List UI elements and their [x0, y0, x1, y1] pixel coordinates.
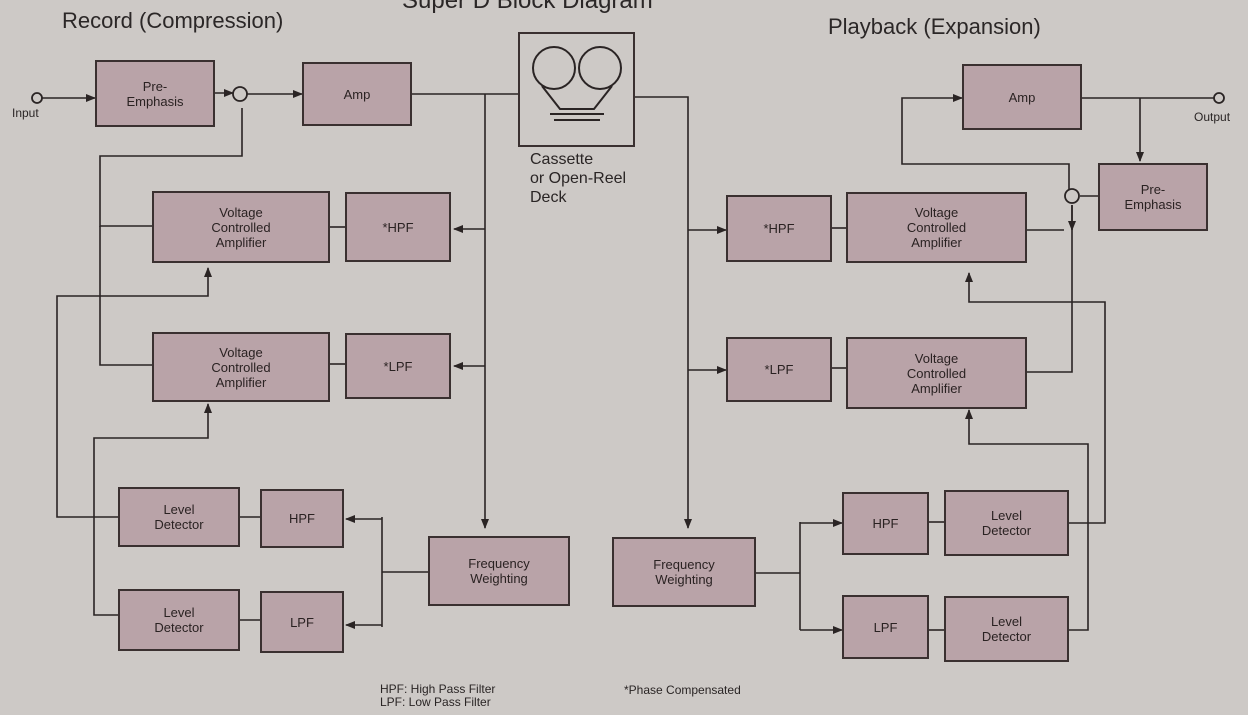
- record-amp-block: Amp: [302, 62, 412, 126]
- record-lpf-block: LPF: [260, 591, 344, 653]
- record-frequency-weighting-block: Frequency Weighting: [428, 536, 570, 606]
- input-label: Input: [12, 106, 39, 120]
- output-terminal-icon: [1213, 92, 1225, 104]
- phase-note: *Phase Compensated: [624, 683, 741, 697]
- output-label: Output: [1194, 110, 1231, 124]
- playback-amp-block: Amp: [962, 64, 1082, 130]
- record-pre-emphasis-block: Pre- Emphasis: [95, 60, 215, 127]
- record-star-lpf-block: *LPF: [345, 333, 451, 399]
- playback-hpf-block: HPF: [842, 492, 929, 555]
- playback-pre-emphasis-block: Pre- Emphasis: [1098, 163, 1208, 231]
- record-star-hpf-block: *HPF: [345, 192, 451, 262]
- record-hpf-block: HPF: [260, 489, 344, 548]
- filter-legend: HPF: High Pass Filter LPF: Low Pass Filt…: [380, 682, 496, 709]
- playback-frequency-weighting-block: Frequency Weighting: [612, 537, 756, 607]
- tape-deck-icon: [518, 32, 635, 147]
- deck-label: Cassette or Open-Reel Deck: [530, 151, 627, 206]
- diagram-title: Super D Block Diagram: [402, 0, 653, 14]
- record-level-detector-top-block: Level Detector: [118, 487, 240, 547]
- record-level-detector-bottom-block: Level Detector: [118, 589, 240, 651]
- playback-star-hpf-block: *HPF: [726, 195, 832, 262]
- playback-level-detector-bottom-block: Level Detector: [944, 596, 1069, 662]
- record-summing-junction-icon: [232, 86, 248, 102]
- playback-vca-bottom-block: Voltage Controlled Amplifier: [846, 337, 1027, 409]
- playback-summing-junction-icon: [1064, 188, 1080, 204]
- playback-vca-top-block: Voltage Controlled Amplifier: [846, 192, 1027, 263]
- playback-star-lpf-block: *LPF: [726, 337, 832, 402]
- record-vca-top-block: Voltage Controlled Amplifier: [152, 191, 330, 263]
- playback-level-detector-top-block: Level Detector: [944, 490, 1069, 556]
- record-section-heading: Record (Compression): [62, 8, 284, 33]
- playback-lpf-block: LPF: [842, 595, 929, 659]
- playback-section-heading: Playback (Expansion): [828, 14, 1041, 39]
- record-vca-bottom-block: Voltage Controlled Amplifier: [152, 332, 330, 402]
- input-terminal-icon: [31, 92, 43, 104]
